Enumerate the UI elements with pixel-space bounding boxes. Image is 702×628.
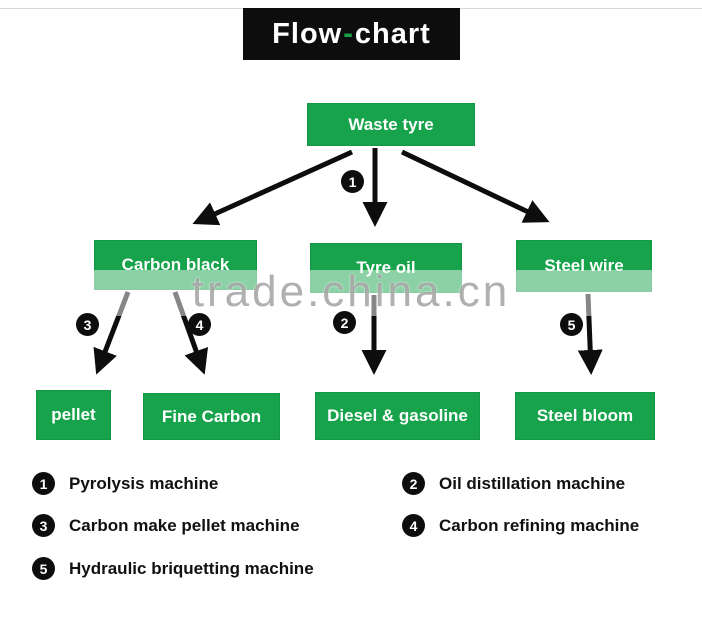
node-fine-carbon: Fine Carbon <box>143 393 280 440</box>
arrow-waste-to-steel-wire <box>400 149 550 223</box>
legend-item: 4 Carbon refining machine <box>402 514 639 537</box>
title-text-post: chart <box>354 17 431 50</box>
step-marker-2: 2 <box>333 311 356 334</box>
title-bar: Flow-chart <box>243 8 460 60</box>
legend-label: Carbon refining machine <box>439 515 640 535</box>
legend-label: Oil distillation machine <box>439 473 626 493</box>
title-dash: - <box>343 17 354 50</box>
step-marker-5: 5 <box>560 313 583 336</box>
legend-item: 1 Pyrolysis machine <box>32 472 218 495</box>
step-marker-4: 4 <box>188 313 211 336</box>
arrow-waste-to-carbon-black <box>192 149 354 226</box>
step-marker-3: 3 <box>76 313 99 336</box>
node-pellet: pellet <box>36 390 111 440</box>
legend-item: 5 Hydraulic briquetting machine <box>32 557 314 580</box>
step-marker-1: 1 <box>341 170 364 193</box>
legend-label: Pyrolysis machine <box>69 473 219 493</box>
legend-number-icon: 5 <box>32 557 55 580</box>
legend-number-icon: 3 <box>32 514 55 537</box>
legend-number-icon: 2 <box>402 472 425 495</box>
legend-label: Carbon make pellet machine <box>69 515 300 535</box>
watermark-text: trade.china.cn <box>191 267 511 316</box>
legend-label: Hydraulic briquetting machine <box>69 558 314 578</box>
node-diesel-gasoline: Diesel & gasoline <box>315 392 480 440</box>
node-steel-bloom: Steel bloom <box>515 392 655 440</box>
legend-item: 2 Oil distillation machine <box>402 472 625 495</box>
legend-number-icon: 4 <box>402 514 425 537</box>
node-waste-tyre: Waste tyre <box>307 103 475 146</box>
legend-number-icon: 1 <box>32 472 55 495</box>
title-text-pre: Flow <box>272 17 343 50</box>
legend-item: 3 Carbon make pellet machine <box>32 514 300 537</box>
